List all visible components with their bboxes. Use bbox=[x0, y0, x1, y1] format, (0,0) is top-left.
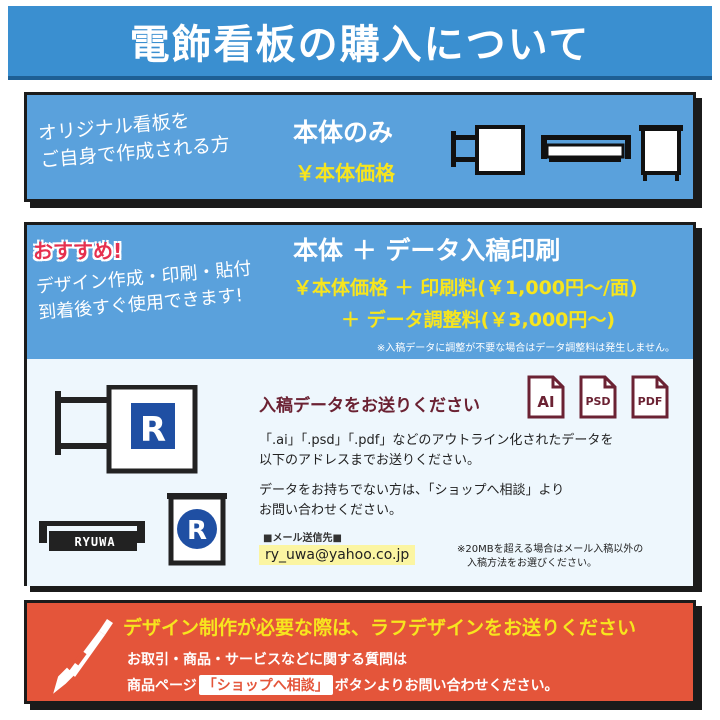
note-line: 入稿方法をお選びください。 bbox=[467, 558, 597, 569]
file-type-label: PSD bbox=[585, 395, 611, 408]
design-service-headline: デザイン制作が必要な際は、ラフデザインをお送りください bbox=[123, 617, 637, 639]
option-body-data-price-line2: ＋ データ調整料(￥3,000円〜) bbox=[341, 309, 616, 331]
data-adjustment-note: ※入稿データに調整が不要な場合はデータ調整料は発生しません。 bbox=[376, 343, 675, 354]
option-body-data-title: 本体 ＋ データ入稿印刷 bbox=[293, 236, 561, 265]
svg-text:R: R bbox=[140, 410, 166, 450]
psd-file-icon: PSD bbox=[579, 375, 617, 419]
sign-product-illustrations bbox=[451, 125, 683, 181]
submission-heading: 入稿データをお送りください bbox=[259, 396, 480, 416]
design-service-line2: お取引・商品・サービスなどに関する質問は bbox=[127, 652, 407, 668]
instruction-line: 「.ai」「.psd」「.pdf」などのアウトライン化されたデータを bbox=[259, 433, 614, 448]
submission-instructions: 「.ai」「.psd」「.pdf」などのアウトライン化されたデータを 以下のアド… bbox=[259, 431, 679, 471]
recommend-badge: おすすめ! bbox=[33, 239, 123, 263]
sign-label: RYUWA bbox=[74, 535, 116, 549]
pdf-file-icon: PDF bbox=[631, 375, 669, 419]
file-type-label: PDF bbox=[637, 395, 663, 408]
no-data-instructions: データをお持ちでない方は、「ショップへ相談」より お問い合わせください。 bbox=[259, 481, 679, 521]
horizontal-sign-icon bbox=[39, 521, 145, 551]
option-body-data-panel: おすすめ! デザイン作成・印刷・貼付 到着後すぐ使用できます! 本体 ＋ データ… bbox=[24, 222, 696, 586]
option-body-only-price: ￥本体価格 bbox=[295, 161, 395, 185]
ai-file-icon: AI bbox=[527, 375, 565, 419]
standing-sign-icon bbox=[639, 125, 683, 181]
page-title: 電飾看板の購入について bbox=[129, 22, 591, 68]
submission-illustrations: R R bbox=[39, 385, 227, 566]
option-body-data-price-line1: ￥本体価格 ＋ 印刷料(￥1,000円〜/面) bbox=[293, 277, 638, 299]
option-body-only-title: 本体のみ bbox=[293, 118, 394, 147]
horizontal-sign-icon bbox=[541, 135, 631, 162]
option-body-data-header: おすすめ! デザイン作成・印刷・貼付 到着後すぐ使用できます! 本体 ＋ データ… bbox=[27, 225, 693, 359]
note-line: ※20MBを超える場合はメール入稿以外の bbox=[457, 544, 644, 555]
email-address-link[interactable]: ry_uwa@yahoo.co.jp bbox=[259, 545, 416, 565]
file-size-note: ※20MBを超える場合はメール入稿以外の 入稿方法をお選びください。 bbox=[457, 543, 697, 571]
option-body-only-panel: オリジナル看板を ご自身で作成される方 本体のみ ￥本体価格 bbox=[24, 92, 696, 202]
option-body-only-lead: オリジナル看板を ご自身で作成される方 bbox=[37, 104, 231, 174]
page-title-bar: 電飾看板の購入について bbox=[8, 6, 712, 80]
email-label: ■メール送信先■ bbox=[263, 533, 342, 544]
shop-consult-link[interactable]: 「ショップへ相談」 bbox=[198, 675, 333, 695]
design-service-line3: 商品ページ「ショップへ相談」ボタンよりお問い合わせください。 bbox=[127, 675, 558, 695]
instruction-line: 以下のアドレスまでお送りください。 bbox=[259, 453, 481, 468]
paintbrush-icon bbox=[53, 619, 113, 694]
line-text: ボタンよりお問い合わせください。 bbox=[334, 678, 559, 694]
option-body-data-lead: デザイン作成・印刷・貼付 到着後すぐ使用できます! bbox=[35, 256, 255, 327]
design-service-panel: デザイン制作が必要な際は、ラフデザインをお送りください お取引・商品・サービスな… bbox=[24, 600, 696, 704]
wall-projecting-sign-icon bbox=[451, 125, 525, 175]
standing-sign-logo-icon: R bbox=[167, 493, 227, 566]
file-type-label: AI bbox=[537, 393, 555, 411]
svg-text:R: R bbox=[187, 516, 207, 546]
instruction-line: データをお持ちでない方は、「ショップへ相談」より bbox=[259, 483, 565, 498]
line-text: 商品ページ bbox=[127, 678, 197, 694]
instruction-line: お問い合わせください。 bbox=[259, 503, 403, 518]
projecting-sign-logo-icon: R bbox=[55, 385, 198, 474]
